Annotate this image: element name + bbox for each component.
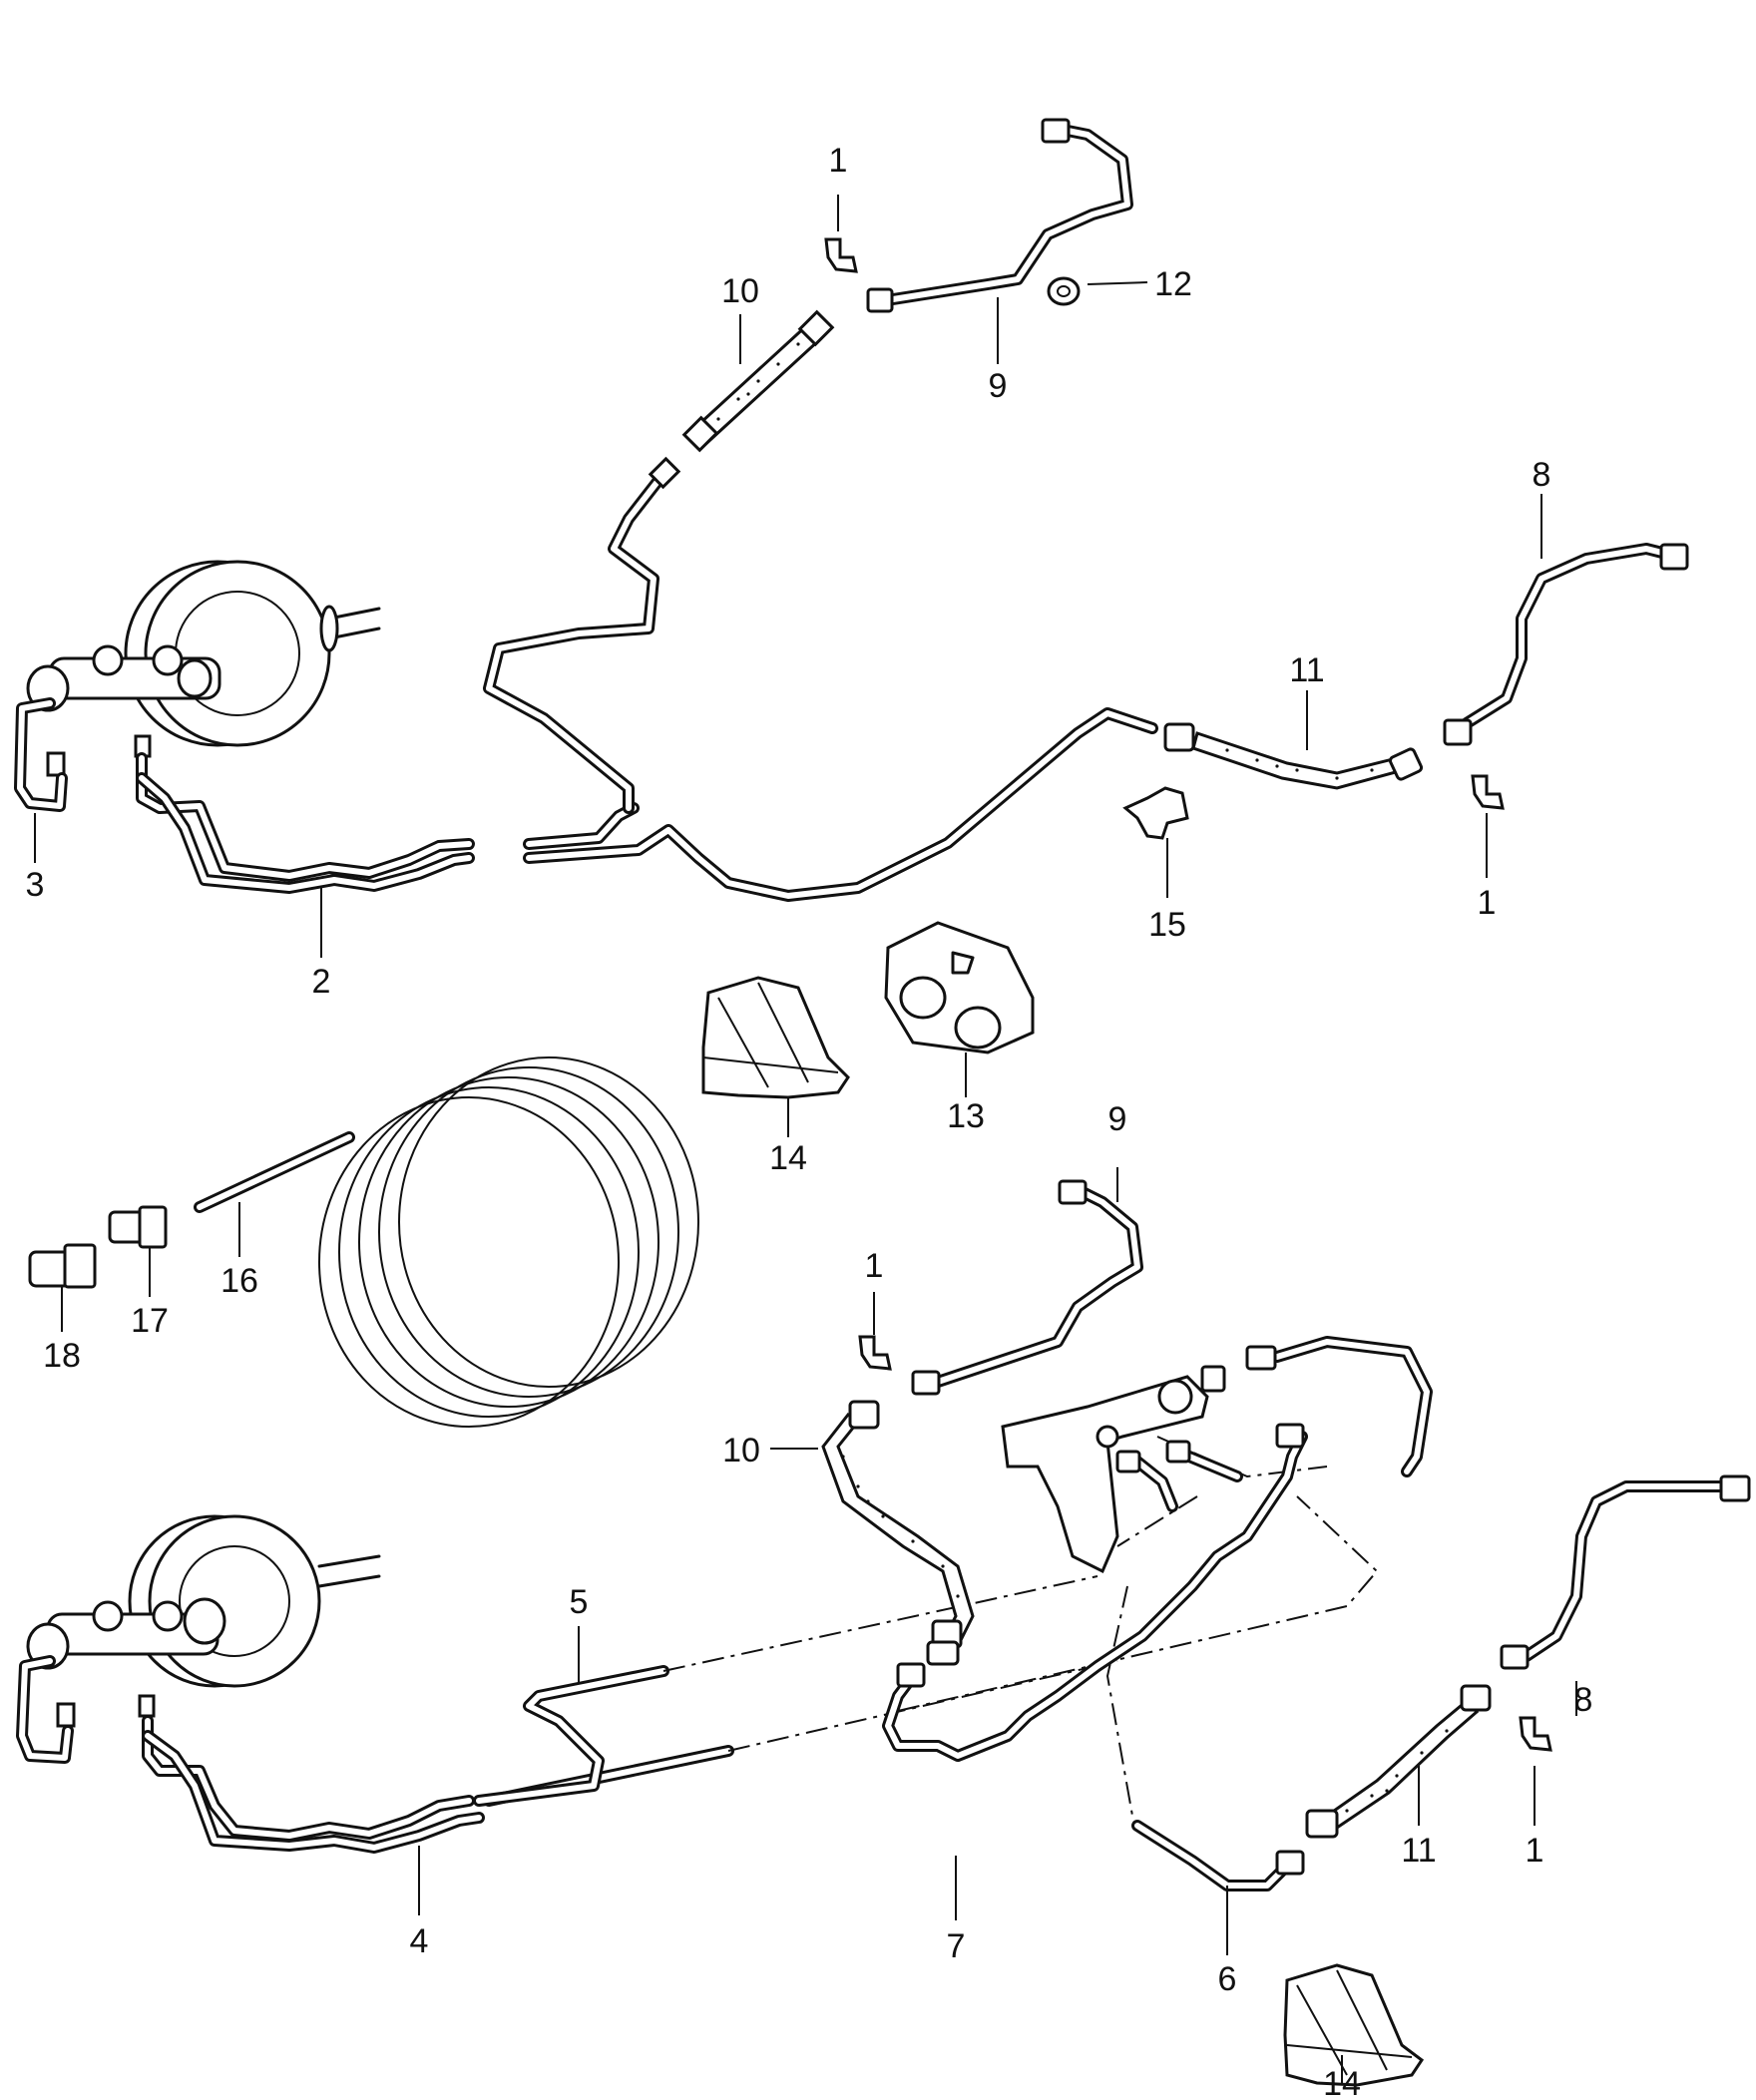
callout-mid-union-17: 17 [131,1302,169,1340]
callout-upper-nut-12: 12 [1154,265,1192,303]
callout-upper-line-3: 3 [26,866,45,904]
upper-front-line-9-path [483,468,669,814]
lower-hose-11 [1305,1684,1492,1839]
lower-brake-line-9 [911,1179,1143,1396]
callout-lower-line-6: 6 [1218,1960,1237,1998]
mid-tube-coil-16 [194,1056,699,1428]
callout-lower-clip-1a: 1 [865,1247,884,1285]
callout-lower-clip-1b: 1 [1526,1832,1544,1870]
upper-bracket-15 [1122,786,1189,840]
callout-mid-damper-13: 13 [947,1097,985,1135]
callout-upper-clip-1a: 1 [829,142,848,180]
callout-lower-line-7: 7 [947,1927,966,1965]
lower-clip-1a [858,1335,892,1371]
lower-pressure-regulator [1001,1365,1243,1574]
upper-brake-line-3 [14,697,68,812]
lower-brake-line-8 [1500,1474,1751,1670]
callout-upper-hose-10: 10 [721,272,759,310]
lower-brake-line-7 [882,1423,1308,1762]
callout-upper-bracket-15: 15 [1148,906,1186,944]
callout-lower-line-5: 5 [570,1583,589,1621]
callout-lower-line-8: 8 [1574,1681,1593,1719]
callout-upper-line-2: 2 [312,963,331,1001]
lower-master-cylinder [26,1597,226,1728]
callout-lower-line-4: 4 [410,1922,429,1960]
upper-nut-12 [1047,276,1081,306]
lower-hose-10 [821,1400,975,1666]
upper-clip-1a [824,237,858,273]
callout-mid-tube-16: 16 [220,1262,258,1300]
callout-upper-line-8: 8 [1533,456,1551,494]
callout-lower-hose-10: 10 [722,1432,760,1470]
upper-hose-11 [1163,722,1424,790]
callout-lower-hose-11: 11 [1401,1832,1436,1870]
mid-union-17 [108,1205,168,1249]
lower-clip-1b [1519,1716,1552,1752]
mid-union-18 [28,1243,97,1289]
upper-brake-line-8 [1443,543,1689,746]
callout-lower-line-9: 9 [1108,1100,1127,1138]
upper-hose-10 [648,309,835,490]
leader-lines [34,195,1577,2085]
upper-master-cylinder [26,644,221,777]
callout-lower-holder-14: 14 [1323,2065,1361,2100]
upper-brake-line-2 [136,707,1158,902]
lower-brake-line-5 [473,1665,669,1807]
callout-upper-hose-11: 11 [1289,651,1324,689]
callout-mid-holder-14: 14 [769,1139,807,1177]
lower-brake-line-4 [16,1655,734,1854]
callout-upper-clip-1b: 1 [1478,884,1497,922]
upper-clip-1b [1471,774,1505,810]
mid-holder-14 [701,976,850,1099]
upper-brake-line-9 [866,118,1133,313]
lower-holder-14 [1283,1963,1425,2087]
callout-upper-line-9: 9 [989,367,1008,405]
callout-mid-union-18: 18 [43,1337,81,1375]
mid-damper-13 [884,921,1035,1054]
